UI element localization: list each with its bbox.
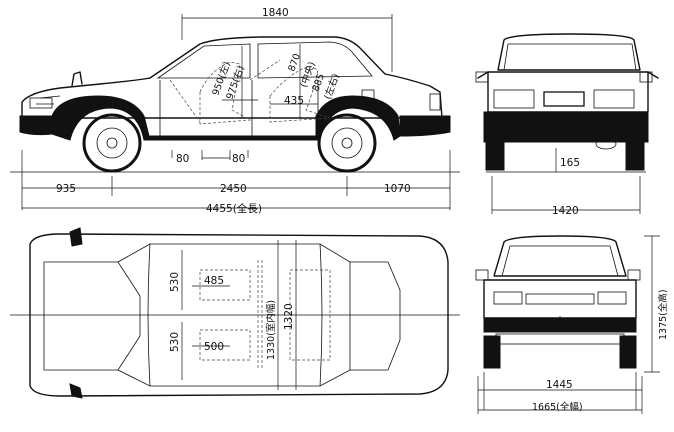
dim-530-top: 530 [169, 272, 181, 292]
dim-1375: 1375(全高) [657, 289, 669, 340]
dim-1840: 1840 [262, 7, 289, 19]
dim-1320: 1320 [283, 303, 295, 330]
dim-1445: 1445 [546, 379, 573, 391]
dim-165: 165 [560, 157, 580, 169]
dim-1330: 1330(室内幅) [265, 300, 277, 360]
dim-435: 435 [284, 95, 304, 107]
top-view [10, 227, 460, 399]
dim-2450: 2450 [220, 183, 247, 195]
front-view [475, 235, 660, 414]
dim-530-bottom: 530 [169, 332, 181, 352]
dim-80-b: 80 [232, 153, 245, 165]
side-view [10, 14, 460, 210]
dim-1070: 1070 [384, 183, 411, 195]
dim-500: 500 [204, 341, 224, 353]
dim-1665: 1665(全幅) [532, 401, 583, 413]
dim-485: 485 [204, 275, 224, 287]
dim-935: 935 [56, 183, 76, 195]
dim-4455: 4455(全長) [206, 202, 262, 215]
dim-1420: 1420 [552, 205, 579, 217]
rear-view [475, 33, 659, 214]
dim-80-a: 80 [176, 153, 189, 165]
